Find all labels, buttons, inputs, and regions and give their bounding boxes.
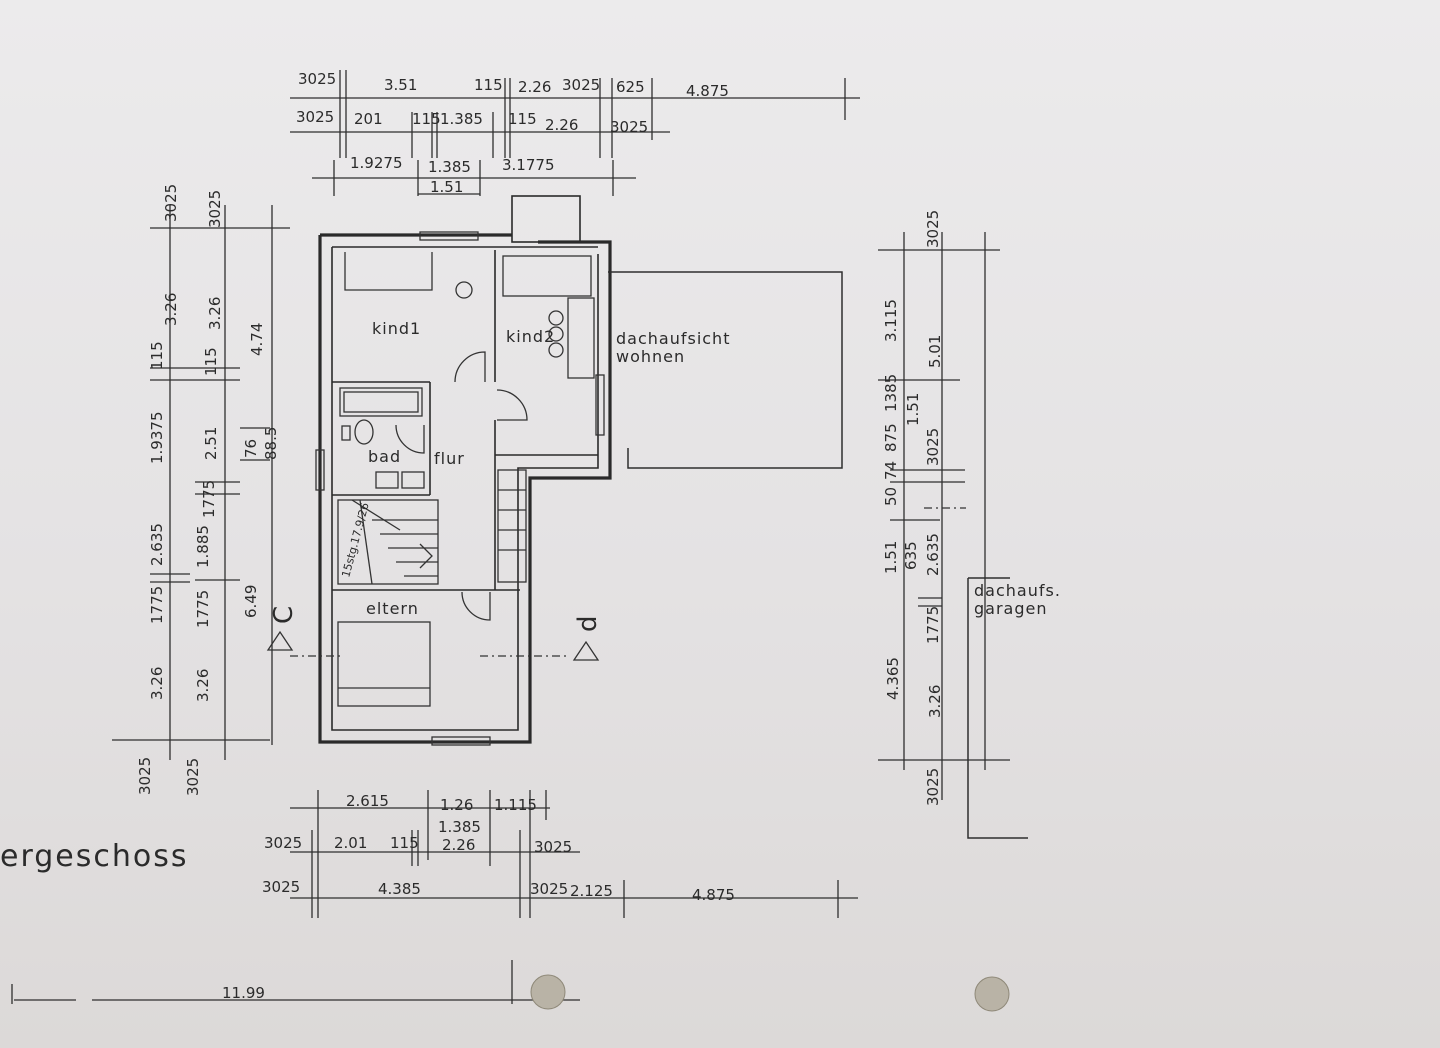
room-kind2-label: kind2 <box>506 327 555 346</box>
roof-living-label-2: wohnen <box>616 347 685 366</box>
room-eltern-label: eltern <box>366 599 419 618</box>
dim-top-1-6: 625 <box>616 78 645 96</box>
dim-left-2-1: 3025 <box>206 190 224 228</box>
dim-left-1-7: 3.26 <box>148 667 166 700</box>
dim-left-1-5: 2.635 <box>148 523 166 566</box>
dim-left-1-3: 115 <box>148 341 166 370</box>
dim-bottom-3-5: 4.875 <box>692 886 735 904</box>
dim-top-3-4: 1.51 <box>430 178 463 196</box>
dim-top-1-4: 2.26 <box>518 78 551 96</box>
section-markers: C d <box>266 606 603 661</box>
dim-left-3-2: 76 <box>242 439 260 458</box>
bottom-dimension-chains: 2.615 1.26 1.115 1.385 3025 2.01 115 2.2… <box>262 790 858 918</box>
dim-right-2-5: 2.635 <box>924 533 942 576</box>
dim-left-2-2: 3.26 <box>206 297 224 330</box>
dim-bottom-2-4: 2.26 <box>442 836 475 854</box>
dim-bottom-3-3: 3025 <box>530 880 568 898</box>
building-outline <box>315 195 612 746</box>
dim-right-1-3: 875 <box>882 423 900 452</box>
dim-left-2-9: 3025 <box>184 758 202 796</box>
dim-top-2-6: 2.26 <box>545 116 578 134</box>
dim-right-1-1: 3.115 <box>882 299 900 342</box>
dim-overall: 11.99 <box>222 984 265 1002</box>
dim-bottom-1-2: 1.26 <box>440 796 473 814</box>
dim-top-3-1: 1.9275 <box>350 154 403 172</box>
dim-left-1-1: 3025 <box>162 184 180 222</box>
section-c-label: C <box>269 606 299 624</box>
dim-right-2-6: 1775 <box>924 606 942 644</box>
punch-holes <box>530 974 1010 1012</box>
dim-right-2-2: 5.01 <box>926 335 944 368</box>
dim-bottom-3-2: 4.385 <box>378 880 421 898</box>
dim-right-2-8: 3025 <box>924 768 942 806</box>
dim-right-1-6: 1.51 <box>882 541 900 574</box>
dim-right-1-7: 635 <box>902 541 920 570</box>
dim-top-2-2: 201 <box>354 110 383 128</box>
room-bad-label: bad <box>368 447 401 466</box>
top-dimension-chains: 3025 3.51 115 2.26 3025 625 4.875 3025 2… <box>290 70 860 196</box>
roof-garage-label-1: dachaufs. <box>974 581 1061 600</box>
dim-right-1-5: 50 <box>882 487 900 506</box>
dim-left-1-8: 3025 <box>136 757 154 795</box>
dim-top-2-7: 3025 <box>610 118 648 136</box>
dim-bottom-2-5: 3025 <box>534 838 572 856</box>
dim-left-2-6: 1775 <box>200 480 218 518</box>
dim-bottom-1-1: 2.615 <box>346 792 389 810</box>
dim-right-1-8: 4.365 <box>884 657 902 700</box>
dim-top-3-3: 3.1775 <box>502 156 555 174</box>
right-dimension-chains: 3.115 1385 875 74 50 1.51 635 4.365 3025… <box>878 210 1010 806</box>
dim-top-2-3: 115 <box>412 110 441 128</box>
dim-left-3-4: 6.49 <box>242 585 260 618</box>
dim-left-2-7: 1775 <box>194 590 212 628</box>
room-flur-label: flur <box>434 449 465 468</box>
dim-bottom-3-1: 3025 <box>262 878 300 896</box>
dim-right-2-1: 3025 <box>924 210 942 248</box>
dim-left-2-4: 2.51 <box>202 427 220 460</box>
dim-bottom-1-3: 1.115 <box>494 796 537 814</box>
punch-hole-left <box>530 974 566 1010</box>
dim-left-3-1: 4.74 <box>248 323 266 356</box>
dim-right-2-7: 3.26 <box>926 685 944 718</box>
left-dimension-chains: 3025 3.26 115 1.9375 2.635 1775 3.26 302… <box>112 184 290 796</box>
punch-hole-right <box>974 976 1010 1012</box>
roof-outlines: dachaufsicht wohnen dachaufs. garagen <box>608 271 1061 839</box>
roof-living-label-1: dachaufsicht <box>616 329 730 348</box>
dim-top-1-5: 3025 <box>562 76 600 94</box>
dim-top-2-4: 1.385 <box>440 110 483 128</box>
dim-bottom-1-4: 1.385 <box>438 818 481 836</box>
dim-top-2-5: 115 <box>508 110 537 128</box>
dim-left-1-4: 1.9375 <box>148 412 166 465</box>
roof-garage-label-2: garagen <box>974 599 1047 618</box>
dim-top-1-1: 3025 <box>298 70 336 88</box>
stair-label: 15stg.17.9/26 <box>339 501 371 578</box>
dim-top-2-1: 3025 <box>296 108 334 126</box>
dim-bottom-3-4: 2.125 <box>570 882 613 900</box>
dim-right-2-4: 3025 <box>924 428 942 466</box>
room-kind1-label: kind1 <box>372 319 421 338</box>
dim-bottom-2-3: 115 <box>390 834 419 852</box>
dim-left-2-5: 1.885 <box>194 525 212 568</box>
overall-dimension: 11.99 <box>11 960 580 1004</box>
dim-left-2-3: 115 <box>202 347 220 376</box>
dim-left-2-8: 3.26 <box>194 669 212 702</box>
chimney <box>511 195 581 243</box>
dim-left-1-6: 1775 <box>148 586 166 624</box>
section-d-label: d <box>573 615 603 632</box>
dim-left-3-3: 88.5 <box>262 427 280 460</box>
dim-right-1-2: 1385 <box>882 374 900 412</box>
dim-right-2-3: 1.51 <box>904 393 922 426</box>
dim-left-1-2: 3.26 <box>162 293 180 326</box>
dim-top-1-2: 3.51 <box>384 76 417 94</box>
dim-top-1-3: 115 <box>474 76 503 94</box>
dim-bottom-2-1: 3025 <box>264 834 302 852</box>
dim-top-1-7: 4.875 <box>686 82 729 100</box>
dim-right-1-4: 74 <box>882 461 900 480</box>
floor-title: ergeschoss <box>0 839 189 874</box>
dim-bottom-2-2: 2.01 <box>334 834 367 852</box>
dim-top-3-2: 1.385 <box>428 158 471 176</box>
